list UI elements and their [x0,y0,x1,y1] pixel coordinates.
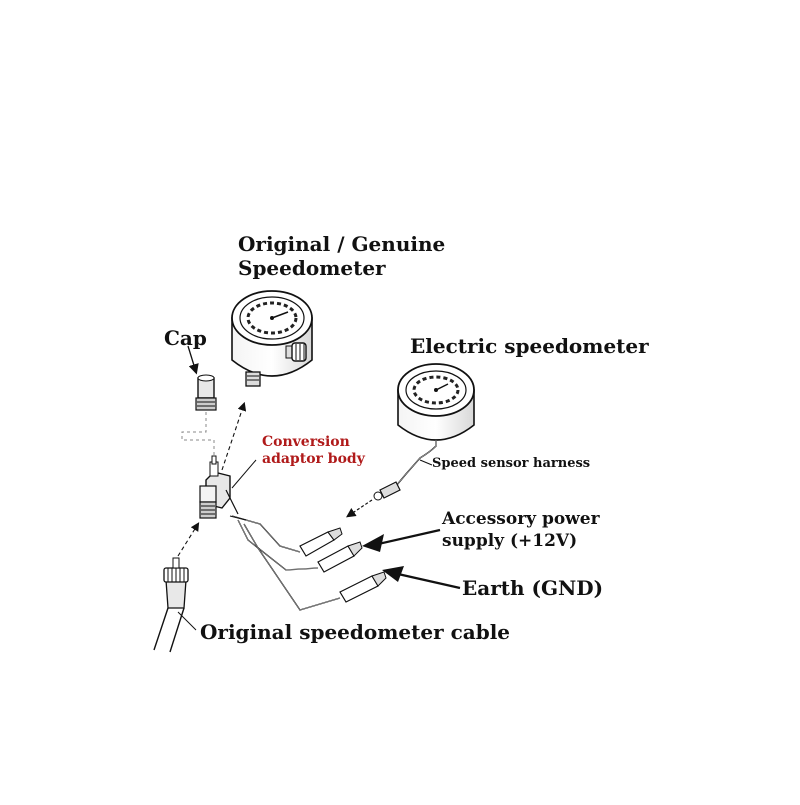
label-original-speedometer: Original / Genuine Speedometer [238,232,445,280]
original-speedometer [231,290,313,387]
label-accessory-power: Accessory power supply (+12V) [442,508,600,552]
arrow-power [362,528,441,552]
label-speed-sensor-harness: Speed sensor harness [432,456,591,471]
label-original-cable: Original speedometer cable [200,620,511,644]
arrow-ground [382,566,461,590]
connector-ground [339,571,387,603]
connector-signal [299,527,343,557]
conversion-adaptor-body [199,455,239,519]
label-conversion-line2: adaptor body [262,451,365,467]
original-speedometer-cable [153,557,189,653]
label-electric-speedometer: Electric speedometer [410,334,649,358]
label-original-line1: Original / Genuine [238,232,446,256]
connector-power [317,541,363,573]
cap [195,374,217,411]
label-conversion-line1: Conversion [262,434,350,450]
label-original-line2: Speedometer [238,256,386,280]
label-conversion-adaptor: Conversion adaptor body [262,434,365,468]
sensor-connector [373,481,401,501]
label-accessory-line1: Accessory power [442,509,600,529]
label-earth: Earth (GND) [462,576,604,600]
label-accessory-line2: supply (+12V) [442,531,578,551]
electric-speedometer [397,363,475,441]
label-cap: Cap [164,326,207,350]
